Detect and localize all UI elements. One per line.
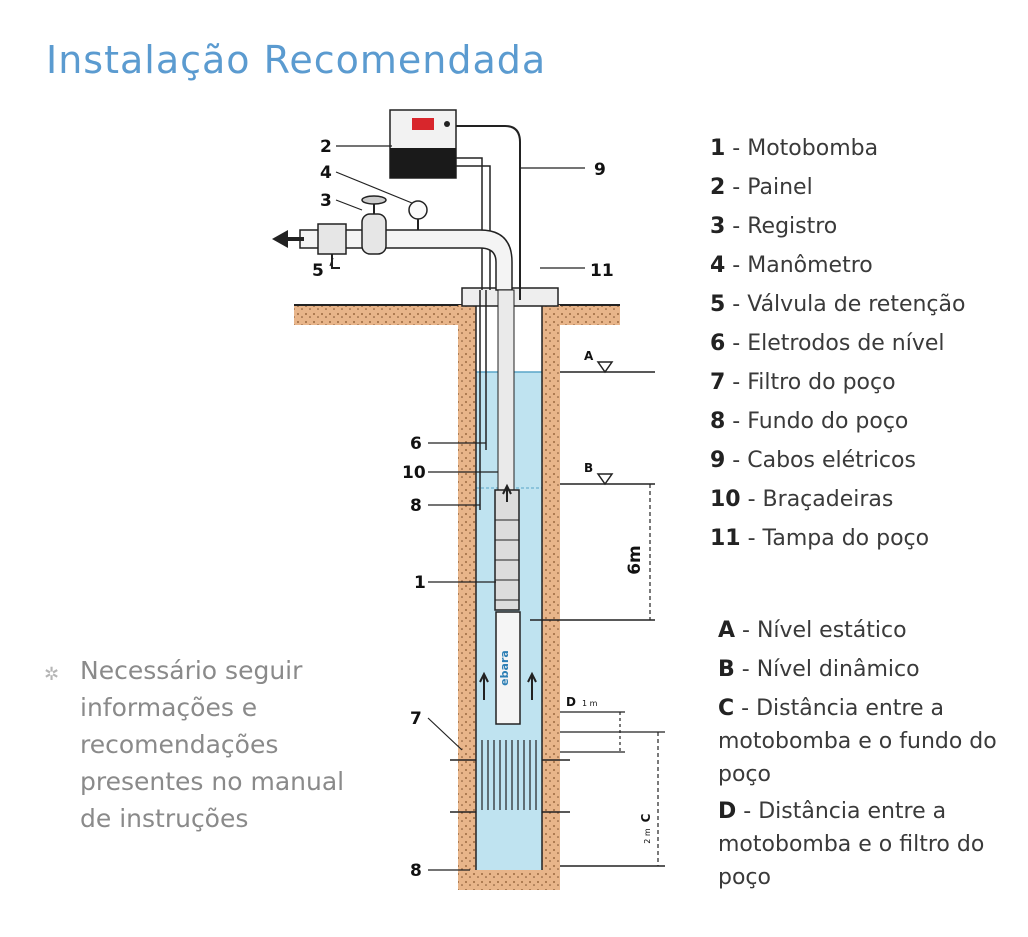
legend-item-6: 6 - Eletrodos de nível	[710, 331, 945, 356]
legend-item-2: 2 - Painel	[710, 175, 813, 200]
legend-item-9: 9 - Cabos elétricos	[710, 448, 916, 473]
callout-3: 3	[320, 191, 332, 211]
callout-11: 11	[590, 261, 614, 281]
instructions-note: Necessário seguir informações e recomend…	[80, 656, 345, 833]
callout-6: 6	[410, 434, 422, 454]
callout-7: 7	[410, 709, 422, 729]
callout-5: 5	[312, 261, 324, 281]
pump-stack	[494, 489, 520, 611]
level-c-mark: C	[639, 813, 653, 822]
level-item-c: C - Distância entre a motobomba e o fund…	[718, 696, 997, 787]
callout-4: 4	[320, 163, 332, 183]
asterisk-icon: ✲	[44, 664, 60, 685]
level-item-a: A - Nível estático	[718, 618, 907, 643]
ground-right	[556, 305, 620, 325]
well-wall-left	[458, 305, 476, 890]
callout-8-top: 8	[410, 496, 422, 516]
callout-9: 9	[594, 160, 606, 180]
dim-6m-label: 6m	[625, 545, 645, 575]
level-a-mark: A	[584, 349, 594, 363]
legend-item-10: 10 - Braçadeiras	[710, 487, 894, 512]
callout-1: 1	[414, 573, 426, 593]
page-title: Instalação Recomendada	[46, 38, 547, 82]
pump-motor	[495, 611, 521, 725]
check-valve	[317, 223, 347, 255]
well-screen	[481, 740, 537, 810]
legend-item-1: 1 - Motobomba	[710, 136, 879, 161]
level-b-mark: B	[584, 461, 593, 475]
level-item-d: D - Distância entre a motobomba e o filt…	[718, 799, 985, 890]
legend-item-11: 11 - Tampa do poço	[710, 526, 930, 551]
gate-valve	[361, 213, 387, 255]
panel-display	[412, 118, 434, 130]
callout-10: 10	[402, 463, 426, 483]
dim-2m-label: 2 m	[643, 828, 652, 844]
dim-1m-label: 1 m	[582, 699, 598, 708]
legend-item-3: 3 - Registro	[710, 214, 838, 239]
legend-item-4: 4 - Manômetro	[710, 253, 873, 278]
well-bottom	[458, 870, 560, 890]
well-wall-right	[542, 305, 560, 890]
ground-left	[294, 305, 462, 325]
pump-brand-label: ebara	[498, 650, 511, 686]
legend-item-5: 5 - Válvula de retenção	[710, 292, 966, 317]
level-item-b: B - Nível dinâmico	[718, 657, 920, 682]
legend-item-7: 7 - Filtro do poço	[710, 370, 896, 395]
manometer	[408, 200, 428, 220]
callout-8-bottom: 8	[410, 861, 422, 881]
legend-item-8: 8 - Fundo do poço	[710, 409, 909, 434]
level-d-mark: D	[566, 695, 576, 709]
callout-2: 2	[320, 137, 332, 157]
